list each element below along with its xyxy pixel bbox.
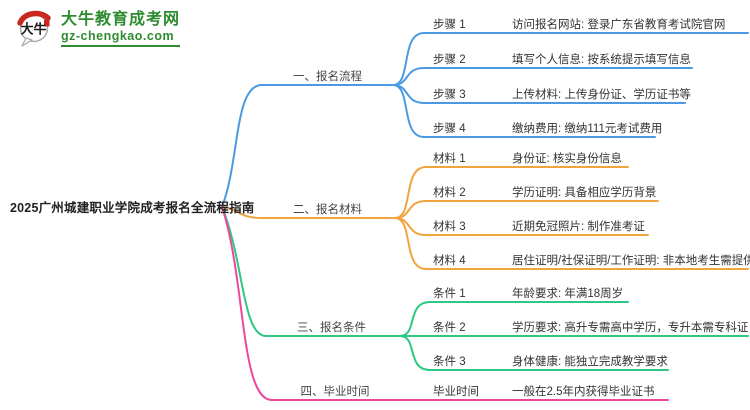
central-topic: 2025广州城建职业学院成考报名全流程指南 bbox=[10, 201, 255, 215]
child-desc: 近期免冠照片: 制作准考证 bbox=[512, 221, 645, 233]
svg-text:大牛: 大牛 bbox=[20, 22, 46, 37]
child-desc: 学历要求: 高升专需高中学历，专升本需专科证 bbox=[512, 322, 749, 334]
child-label: 材料 1 bbox=[433, 153, 466, 165]
branch-label-4: 四、毕业时间 bbox=[300, 386, 370, 398]
child-desc: 年龄要求: 年满18周岁 bbox=[512, 288, 624, 300]
child-desc: 缴纳费用: 缴纳111元考试费用 bbox=[512, 123, 663, 135]
child-label: 步骤 4 bbox=[433, 123, 466, 135]
site-url[interactable]: gz-chengkao.com bbox=[61, 30, 181, 48]
site-logo[interactable]: 大牛 大牛教育成考网 gz-chengkao.com bbox=[16, 9, 181, 49]
child-label: 条件 3 bbox=[433, 356, 466, 368]
child-desc: 上传材料: 上传身份证、学历证书等 bbox=[512, 89, 691, 101]
child-desc: 身体健康: 能独立完成教学要求 bbox=[512, 356, 668, 368]
child-desc: 学历证明: 具备相应学历背景 bbox=[512, 187, 657, 199]
child-desc: 一般在2.5年内获得毕业证书 bbox=[512, 386, 655, 398]
child-label: 步骤 2 bbox=[433, 54, 466, 66]
child-desc: 访问报名网站: 登录广东省教育考试院官网 bbox=[512, 19, 726, 31]
child-desc: 填写个人信息: 按系统提示填写信息 bbox=[512, 54, 691, 66]
branch3-links bbox=[221, 206, 749, 371]
branch4-links bbox=[221, 206, 669, 401]
child-label: 条件 1 bbox=[433, 288, 466, 300]
child-label: 材料 2 bbox=[433, 187, 466, 199]
child-label: 材料 3 bbox=[433, 221, 466, 233]
child-desc: 身份证: 核实身份信息 bbox=[512, 153, 622, 165]
site-name: 大牛教育成考网 bbox=[61, 10, 181, 28]
child-label: 毕业时间 bbox=[433, 386, 479, 398]
child-label: 步骤 1 bbox=[433, 19, 466, 31]
child-label: 条件 2 bbox=[433, 322, 466, 334]
branch-label-2: 二、报名材料 bbox=[293, 204, 362, 216]
child-label: 材料 4 bbox=[433, 255, 466, 267]
branch-label-3: 三、报名条件 bbox=[297, 322, 366, 334]
child-desc: 居住证明/社保证明/工作证明: 非本地考生需提供 bbox=[512, 255, 750, 267]
branch-label-1: 一、报名流程 bbox=[293, 71, 362, 83]
daniu-logo-icon: 大牛 bbox=[17, 10, 51, 47]
child-label: 步骤 3 bbox=[433, 89, 466, 101]
